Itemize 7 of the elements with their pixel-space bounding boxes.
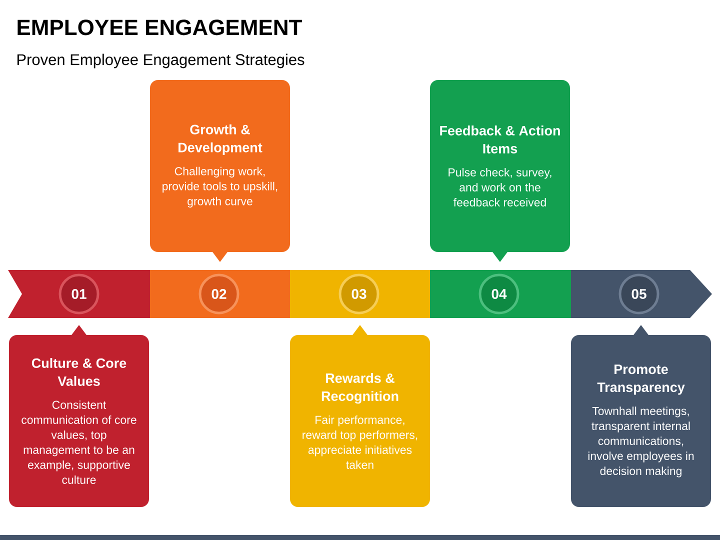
callout-box: Feedback & Action Items Pulse check, survey, and work on the feedback received [430, 80, 570, 262]
callout-box: Growth & Development Challenging work, provide tools to upskill, growth curve [150, 80, 290, 262]
title: EMPLOYEE ENGAGEMENT [18, 20, 302, 36]
callout-box: Rewards & Recognition Fair performance, reward top performers, appreciate initiatives taken [290, 325, 430, 507]
subtitle: Proven Employee Engagement Strategies [17, 54, 304, 68]
callout-box: Promote Transparency Townhall meetings, transparent internal communications, involve employees in decision making [571, 325, 711, 507]
callout-box: Culture & Core Values Consistent communication of core values, top management to be an example, supportive culture [9, 325, 149, 507]
